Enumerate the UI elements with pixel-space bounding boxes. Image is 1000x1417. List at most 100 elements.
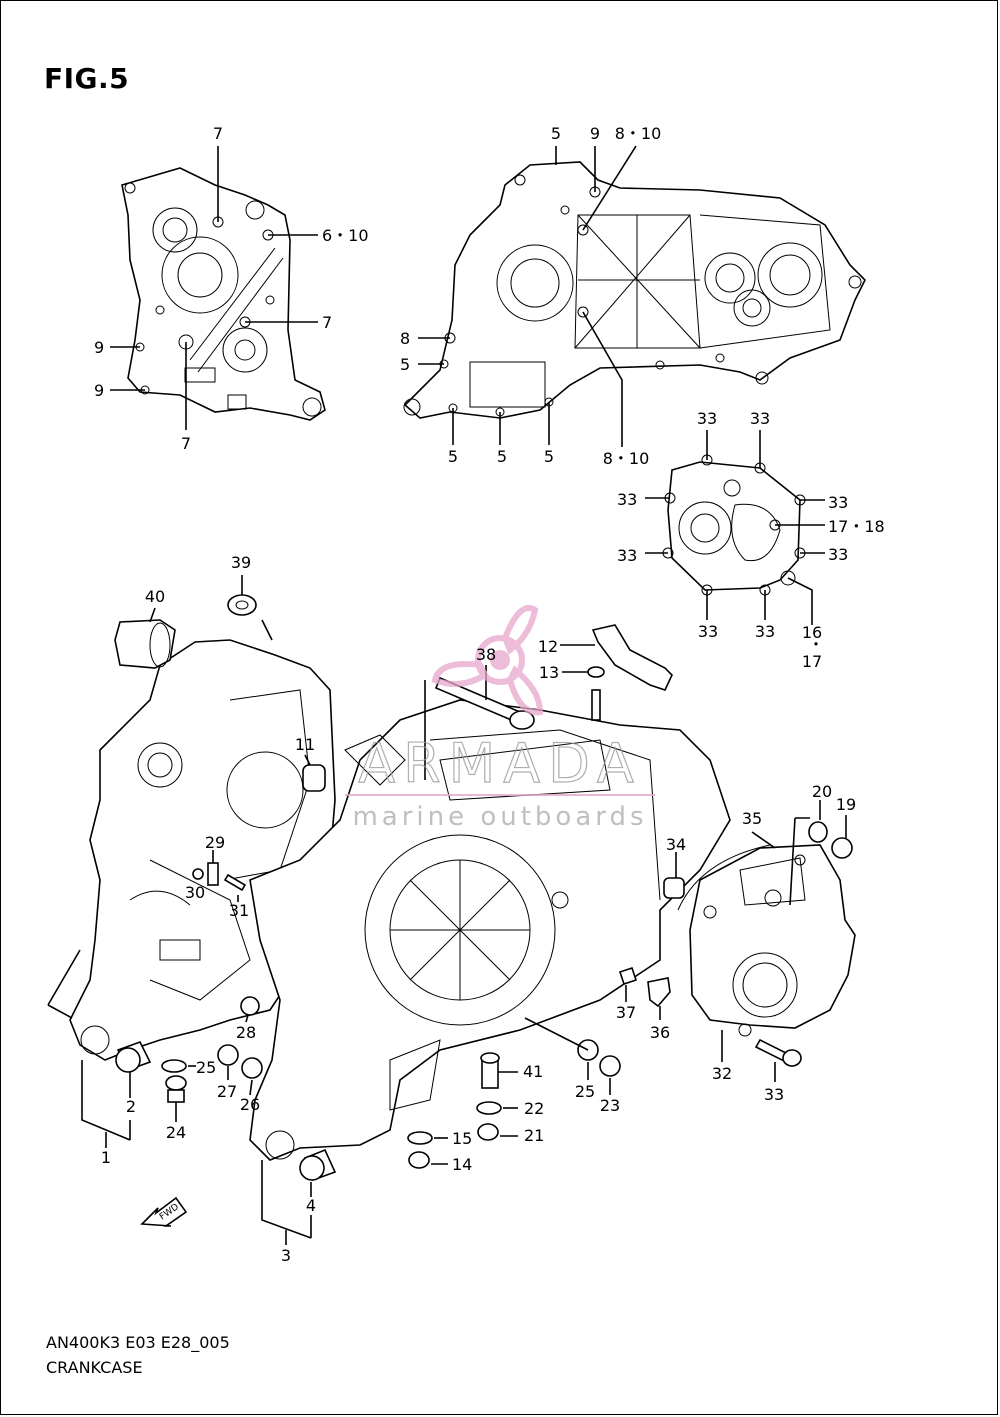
callout-20: 20 [812,782,832,801]
breather-pipe [591,689,601,721]
callout-labels: 7 6・10 7 9 9 7 5 9 8・10 8 5 5 5 5 8・10 3… [94,124,885,1265]
callout-7: 7 [181,434,191,453]
callout-7: 7 [322,313,332,332]
forward-arrow-icon: FWD [140,1196,188,1227]
callout-8-10: 8・10 [603,449,650,468]
part-15-gasket [407,1131,433,1145]
figure-code: AN400K3 E03 E28_005 [46,1333,230,1352]
callout-17-18: 17・18 [828,517,885,536]
callout-9: 9 [94,381,104,400]
callout-33: 33 [697,409,717,428]
callout-33: 33 [764,1085,784,1104]
part-22-gasket [476,1101,502,1115]
part-26-plug [241,1057,263,1079]
callout-5: 5 [497,447,507,466]
callout-37: 37 [616,1003,636,1022]
small-gear-cover [662,454,806,596]
callout-36: 36 [650,1023,670,1042]
callout-24: 24 [166,1123,186,1142]
part-39-nut [227,594,257,616]
callout-33: 33 [698,622,718,641]
part-25-gasket-a [161,1059,187,1073]
armada-watermark-logo [431,605,544,716]
part-33-bolt [754,1038,802,1067]
part-14-plug [408,1151,430,1169]
figure-name: CRANKCASE [46,1358,143,1377]
callout-5: 5 [448,447,458,466]
callout-7: 7 [213,124,223,143]
callout-14: 14 [452,1155,472,1174]
callout-5: 5 [544,447,554,466]
part-28-o-ring [240,996,260,1016]
callout-12: 12 [538,637,558,656]
part-30-washer [192,868,204,880]
part-41-sleeve [480,1052,500,1089]
figure-title: FIG.5 [44,62,130,95]
part-32-clutch-cover [677,844,856,1037]
part-37-screw [618,966,638,986]
part-2-bushing [115,1041,152,1073]
callout-5: 5 [400,355,410,374]
callout-8-10: 8・10 [615,124,662,143]
callout-33: 33 [828,545,848,564]
callout-40: 40 [145,587,165,606]
callout-33: 33 [750,409,770,428]
callout-11: 11 [295,735,315,754]
part-21-plug [477,1123,499,1141]
callout-28: 28 [236,1023,256,1042]
callout-35: 35 [742,809,762,828]
part-12-breather-hose [591,624,673,691]
callout-41: 41 [523,1062,543,1081]
watermark-brand: ARMADA [358,732,642,795]
part-4-bushing [299,1148,337,1182]
callout-15: 15 [452,1129,472,1148]
callout-22: 22 [524,1099,544,1118]
part-20-gasket [808,821,828,843]
callout-17: 17 [802,652,822,671]
callout-25: 25 [196,1058,216,1077]
callout-8: 8 [400,329,410,348]
part-27-o-ring [217,1044,239,1066]
part-40-dowel-cover [114,619,176,669]
callout-19: 19 [836,795,856,814]
callout-9: 9 [94,338,104,357]
callout-21: 21 [524,1126,544,1145]
crankcase-right-half [249,699,731,1161]
part-36-clamp [647,977,671,1008]
part-23-plug [599,1055,621,1077]
callout-1: 1 [101,1148,111,1167]
callout-34: 34 [666,835,686,854]
callout-31: 31 [229,901,249,920]
crankcase-left-inner-view [121,167,326,421]
callout-23: 23 [600,1096,620,1115]
callout-5: 5 [551,124,561,143]
callout-38: 38 [476,645,496,664]
callout-27: 27 [217,1082,237,1101]
callout-33: 33 [828,493,848,512]
callout-25: 25 [575,1082,595,1101]
part-38-stud-bolt [434,676,535,730]
callout-26: 26 [240,1095,260,1114]
callout-33: 33 [755,622,775,641]
callout-29: 29 [205,833,225,852]
callout-39: 39 [231,553,251,572]
part-34-dowel [663,877,685,899]
crankcase-right-inner-view [403,161,866,419]
callout-30: 30 [185,883,205,902]
part-24-drain-plug [165,1075,187,1103]
callout-32: 32 [712,1064,732,1083]
callout-16-17-dot: ・ [808,635,824,654]
callout-33: 33 [617,490,637,509]
callout-9: 9 [590,124,600,143]
part-31-screw [223,873,247,892]
callout-2: 2 [126,1097,136,1116]
callout-6-10: 6・10 [322,226,369,245]
part-13-clamp [587,666,605,678]
callout-13: 13 [539,663,559,682]
callout-33: 33 [617,546,637,565]
part-11-dowel [302,764,326,792]
callout-4: 4 [306,1196,316,1215]
callout-16: 16 [802,623,822,642]
